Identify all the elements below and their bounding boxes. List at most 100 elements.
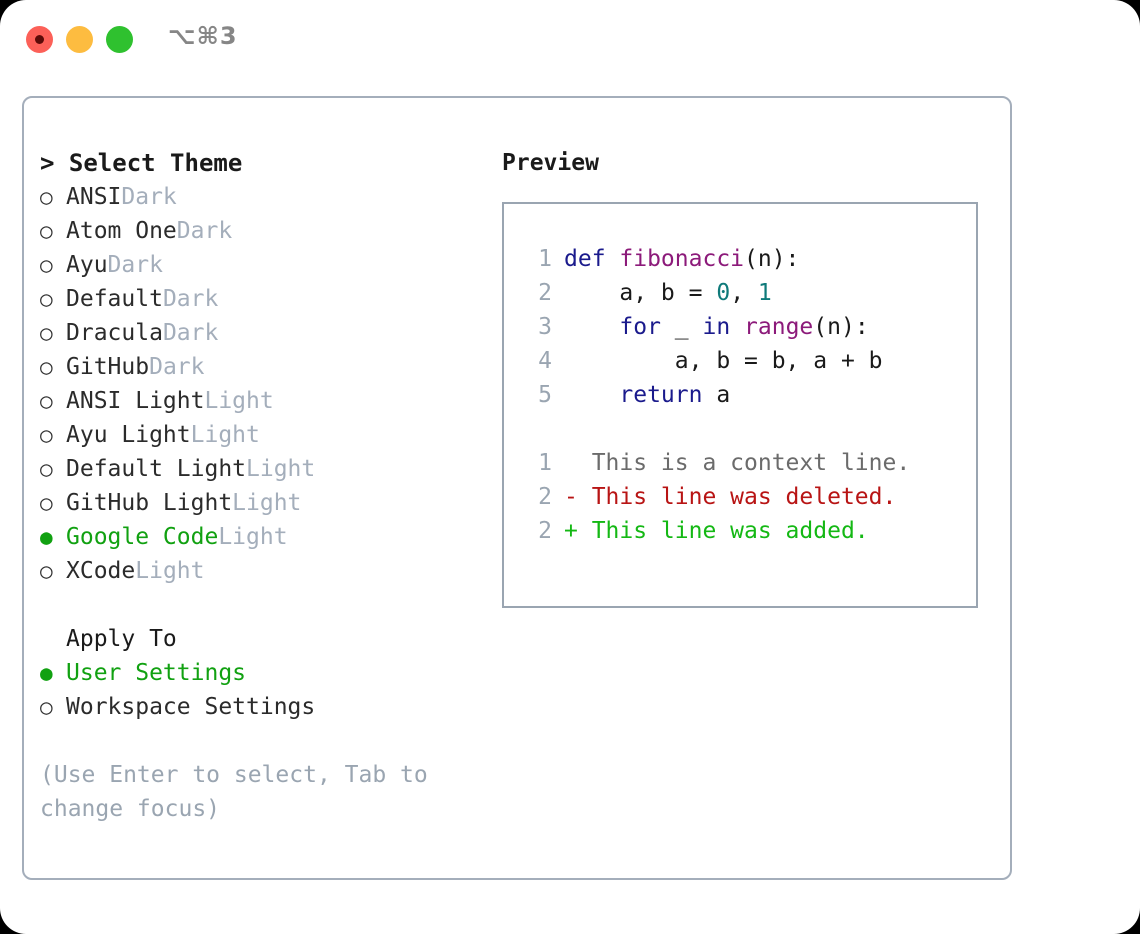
theme-option-variant-badge: Dark <box>162 320 219 346</box>
theme-option-label: Dracula <box>66 320 163 346</box>
theme-option-ayu[interactable]: ○Ayu Dark <box>40 248 480 282</box>
theme-option-variant-badge: Light <box>135 558 205 584</box>
code-token: , <box>730 280 758 306</box>
radio-selected-icon: ● <box>40 661 53 685</box>
radio-unselected-icon: ○ <box>40 389 53 413</box>
code-token <box>730 314 744 340</box>
theme-option-xcode[interactable]: ○ XCode Light <box>40 554 480 588</box>
code-line: 2 a, b = 0, 1 <box>522 276 976 310</box>
radio-unselected-icon: ○ <box>40 287 53 311</box>
title-bar: ⌥⌘3 <box>0 0 1140 78</box>
apply-to-option-label: Workspace Settings <box>66 694 316 720</box>
apply-to-header: Apply To <box>66 626 177 652</box>
theme-option-label: Atom One <box>66 218 177 244</box>
code-line-number: 3 <box>538 314 552 340</box>
radio-unselected-icon: ○ <box>40 491 53 515</box>
theme-option-ansi[interactable]: ○ANSI Dark <box>40 180 480 214</box>
code-token: a <box>702 382 731 408</box>
code-line: 3 for _ in range(n): <box>522 310 976 344</box>
keyboard-shortcut-label: ⌥⌘3 <box>168 22 238 50</box>
diff-line-number: 2 <box>538 484 552 510</box>
theme-option-ayu-light[interactable]: ○ Ayu Light Light <box>40 418 480 452</box>
code-token: 1 <box>757 280 772 306</box>
radio-unselected-icon: ○ <box>40 355 53 379</box>
theme-option-default[interactable]: ○Default Dark <box>40 282 480 316</box>
theme-option-label: Ayu Light <box>66 422 191 448</box>
radio-unselected-icon: ○ <box>40 219 53 243</box>
apply-to-option-workspace-settings[interactable]: ○ Workspace Settings <box>40 690 480 724</box>
radio-unselected-icon: ○ <box>40 423 53 447</box>
theme-option-default-light[interactable]: ○ Default Light Light <box>40 452 480 486</box>
diff-line-number: 2 <box>538 518 552 544</box>
diff-line: 1 This is a context line. <box>522 446 976 480</box>
diff-line: 2 + This line was added. <box>522 514 976 548</box>
theme-option-label: XCode <box>66 558 136 584</box>
theme-option-variant-badge: Dark <box>149 354 205 380</box>
minimize-button[interactable] <box>66 26 93 53</box>
theme-selector-column: > Select Theme ○ANSI Dark○Atom One Dark○… <box>40 146 480 826</box>
traffic-lights <box>26 26 133 53</box>
diff-line: 2- This line was deleted. <box>522 480 976 514</box>
theme-option-variant-badge: Light <box>232 490 302 516</box>
theme-option-label: Default Light <box>66 456 247 482</box>
code-token: in <box>702 314 731 340</box>
code-token: def <box>564 246 620 272</box>
apply-to-option-user-settings[interactable]: ● User Settings <box>40 656 480 690</box>
code-line-content: return a <box>564 378 730 412</box>
code-line-number: 2 <box>538 280 552 306</box>
select-theme-header: > Select Theme <box>40 149 243 177</box>
theme-option-variant-badge: Dark <box>107 252 163 278</box>
theme-list: ○ANSI Dark○Atom One Dark○Ayu Dark○Defaul… <box>40 180 480 588</box>
code-token: 0 <box>716 280 731 306</box>
apply-to-list: ● User Settings ○ Workspace Settings <box>40 656 480 724</box>
radio-unselected-icon: ○ <box>40 457 53 481</box>
code-token: a, b = <box>564 280 717 306</box>
code-line-content: a, b = b, a + b <box>564 344 883 378</box>
code-line-number: 1 <box>538 246 552 272</box>
code-token: range <box>744 314 814 340</box>
code-line: 5 return a <box>522 378 976 412</box>
theme-option-dracula[interactable]: ○ Dracula Dark <box>40 316 480 350</box>
theme-option-variant-badge: Light <box>190 422 260 448</box>
code-token: (n): <box>813 314 869 340</box>
code-token: return <box>619 382 703 408</box>
theme-option-github[interactable]: ○GitHub Dark <box>40 350 480 384</box>
theme-option-label: Ayu <box>66 252 108 278</box>
diff-line-content: + This line was added. <box>564 518 869 544</box>
theme-option-github-light[interactable]: ○ GitHub Light Light <box>40 486 480 520</box>
theme-option-label: GitHub Light <box>66 490 233 516</box>
radio-unselected-icon: ○ <box>40 321 53 345</box>
code-token <box>564 382 619 408</box>
radio-unselected-icon: ○ <box>40 695 53 719</box>
list-spacer <box>40 588 480 622</box>
code-diff-gap <box>522 412 976 446</box>
code-token: (n): <box>744 246 800 272</box>
maximize-button[interactable] <box>106 26 133 53</box>
theme-option-variant-badge: Dark <box>121 184 177 210</box>
code-line-number: 5 <box>538 382 552 408</box>
radio-unselected-icon: ○ <box>40 559 53 583</box>
code-line-content: a, b = 0, 1 <box>564 276 772 310</box>
theme-option-ansi-light[interactable]: ○ANSI Light Light <box>40 384 480 418</box>
code-line-content: for _ in range(n): <box>564 310 869 344</box>
theme-option-google-code[interactable]: ● Google Code Light <box>40 520 480 554</box>
code-token: for <box>619 314 661 340</box>
diff-line-content: This is a context line. <box>564 450 911 476</box>
theme-option-label: ANSI Light <box>66 388 205 414</box>
radio-selected-icon: ● <box>40 525 53 549</box>
main-panel: > Select Theme ○ANSI Dark○Atom One Dark○… <box>22 96 1012 880</box>
code-line: 4 a, b = b, a + b <box>522 344 976 378</box>
theme-option-variant-badge: Light <box>218 524 288 550</box>
theme-option-atom-one[interactable]: ○Atom One Dark <box>40 214 480 248</box>
theme-option-label: Google Code <box>66 524 219 550</box>
theme-option-label: ANSI <box>66 184 122 210</box>
code-line-content: def fibonacci(n): <box>564 242 799 276</box>
theme-option-variant-badge: Light <box>246 456 316 482</box>
apply-to-option-label: User Settings <box>66 660 247 686</box>
close-button[interactable] <box>26 26 53 53</box>
code-token: _ <box>660 314 703 340</box>
